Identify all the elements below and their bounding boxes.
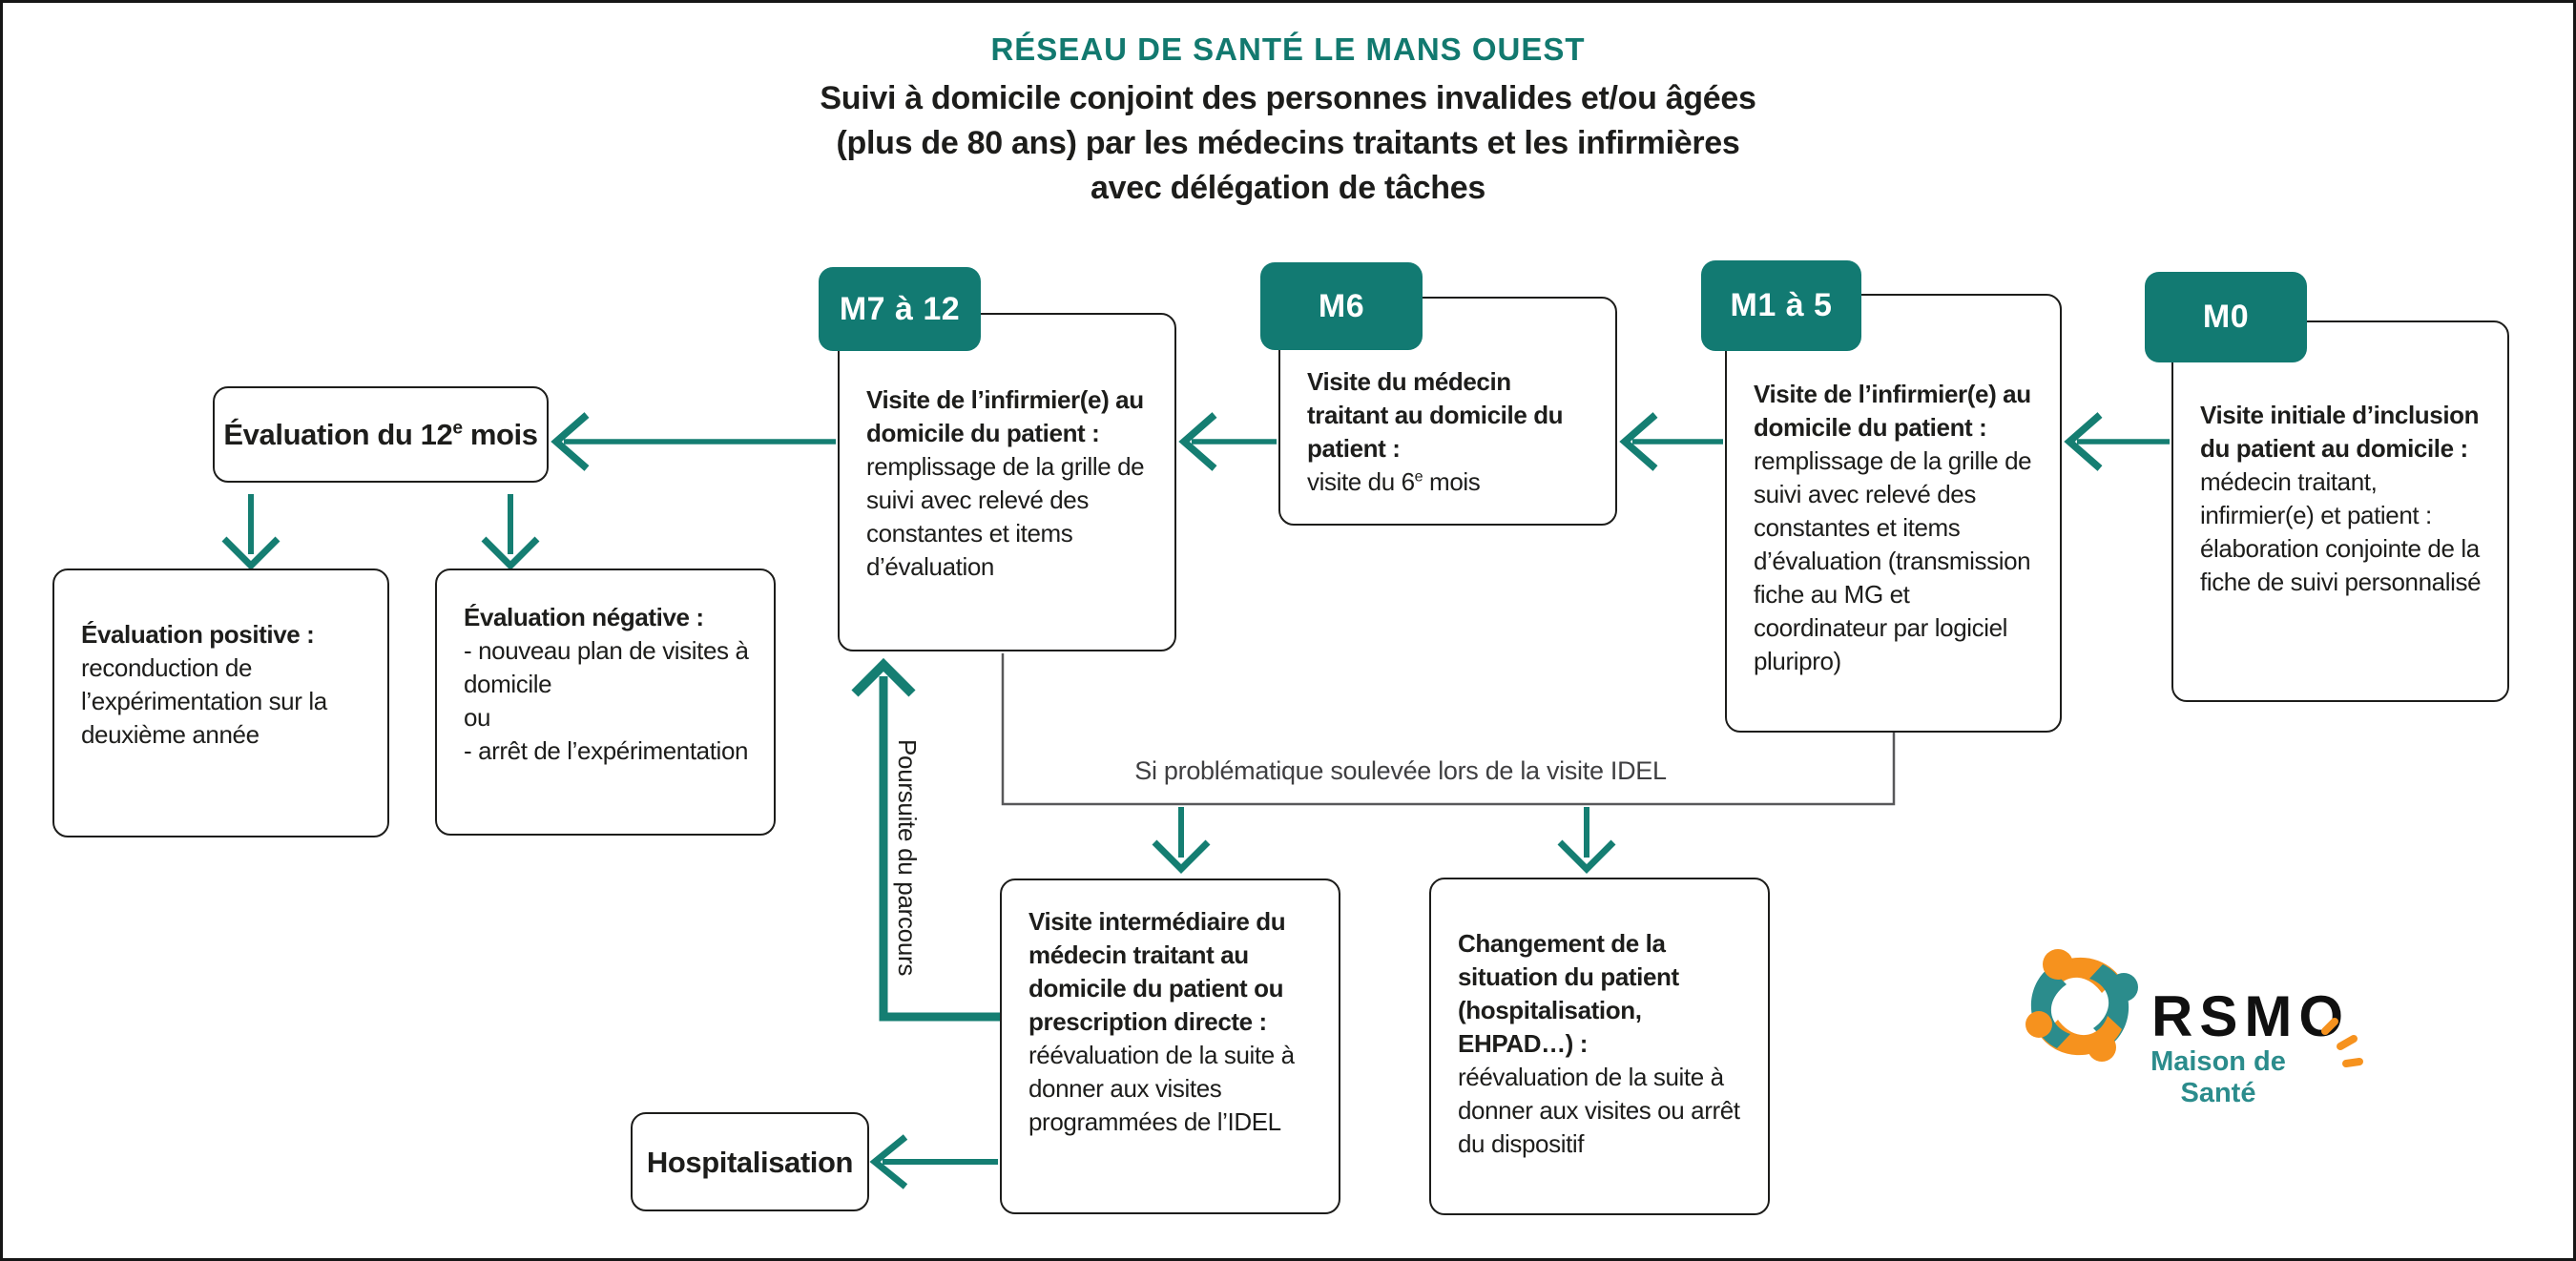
arrow-m6-to-m7a12 — [1178, 412, 1277, 471]
connector-si-problematique-rail — [1001, 653, 1896, 806]
arrow-rail-to-changement — [1557, 807, 1616, 874]
arrow-eval12-to-positive — [221, 494, 280, 570]
box-title: Visite intermédiaire du médecin traitant… — [1028, 907, 1286, 1036]
box-body: reconduction de l’expérimentation sur la… — [81, 653, 327, 749]
arrow-eval12-to-negative — [481, 494, 540, 570]
body-text: mois — [1423, 467, 1481, 496]
connectors-overlay — [221, 412, 2170, 1189]
label-text: Évaluation du 12 — [223, 418, 453, 451]
rsmo-wordmark: RSMO — [2151, 984, 2350, 1048]
badge-m1-a-5: M1 à 5 — [1701, 260, 1861, 351]
label-text: mois — [462, 418, 538, 451]
body-text: visite du 6 — [1307, 467, 1415, 496]
box-title: Visite du médecin traitant au domicile d… — [1307, 367, 1564, 463]
rsmo-logo: RSMO Maison de Santé — [1987, 919, 2426, 1119]
box-evaluation-negative: Évaluation négative : - nouveau plan de … — [435, 568, 776, 836]
box-title: Évaluation négative : — [464, 603, 704, 631]
rsmo-pinwheel-icon — [2025, 949, 2138, 1062]
box-body: médecin traitant, infirmier(e) et patien… — [2200, 467, 2482, 596]
arrow-m7a12-to-eval12 — [551, 412, 836, 471]
box-visite-intermediaire: Visite intermédiaire du médecin traitant… — [1000, 879, 1340, 1214]
box-hospitalisation: Hospitalisation — [631, 1112, 869, 1211]
badge-m0: M0 — [2145, 272, 2307, 362]
box-title: Changement de la situation du patient (h… — [1458, 929, 1679, 1058]
badge-m7-a-12: M7 à 12 — [819, 267, 981, 351]
arrow-poursuite-du-parcours — [851, 657, 1000, 1022]
box-body: remplissage de la grille de suivi avec r… — [866, 452, 1145, 581]
label-poursuite-du-parcours: Poursuite du parcours — [893, 739, 922, 977]
subtitle-line-1: Suivi à domicile conjoint des personnes … — [820, 80, 1756, 116]
box-body-line: ou — [464, 703, 491, 732]
header: RÉSEAU DE SANTÉ LE MANS OUEST Suivi à do… — [3, 31, 2573, 211]
arrow-visite-intermediaire-to-hospitalisation — [869, 1134, 998, 1189]
superscript-e: e — [452, 418, 463, 439]
subtitle-line-2: (plus de 80 ans) par les médecins traita… — [836, 125, 1740, 161]
box-title: Visite de l’infirmier(e) au domicile du … — [1754, 380, 2031, 442]
box-body: remplissage de la grille de suivi avec r… — [1754, 446, 2032, 675]
arrow-m0-to-m1a5 — [2064, 412, 2170, 471]
box-title: Visite initiale d’inclusion du patient a… — [2200, 401, 2480, 463]
superscript-e: e — [1414, 467, 1423, 486]
subtitle-line-3: avec délégation de tâches — [1091, 170, 1485, 206]
label-si-problematique: Si problématique soulevée lors de la vis… — [1134, 756, 1667, 785]
box-visite-initiale-m0: Visite initiale d’inclusion du patient a… — [2171, 320, 2509, 702]
box-body-line: - arrêt de l’expérimentation — [464, 736, 749, 765]
rsmo-tagline: Maison de Santé — [2150, 1046, 2286, 1108]
box-visite-infirmiere-m1-5: Visite de l’infirmier(e) au domicile du … — [1725, 294, 2062, 733]
network-name: RÉSEAU DE SANTÉ LE MANS OUEST — [990, 31, 1586, 67]
box-title: Évaluation positive : — [81, 620, 315, 649]
arrow-m1a5-to-m6 — [1619, 412, 1723, 471]
box-body: réévaluation de la suite à donner aux vi… — [1028, 1041, 1295, 1136]
box-label: Évaluation du 12e mois — [223, 418, 538, 451]
box-body: réévaluation de la suite à donner aux vi… — [1458, 1063, 1740, 1158]
badge-m6: M6 — [1260, 262, 1423, 350]
box-evaluation-positive: Évaluation positive : reconduction de l’… — [52, 568, 389, 837]
box-title: Visite de l’infirmier(e) au domicile du … — [866, 385, 1144, 447]
box-body-line: - nouveau plan de visites à domicile — [464, 636, 749, 698]
pinwheel-heads — [2025, 949, 2138, 1062]
arrow-rail-to-visite-intermediaire — [1152, 807, 1211, 874]
box-changement-situation: Changement de la situation du patient (h… — [1429, 878, 1770, 1215]
box-visite-infirmiere-m7-12: Visite de l’infirmier(e) au domicile du … — [838, 313, 1176, 651]
logo-accent-dashes-icon — [2321, 1018, 2363, 1067]
box-body: visite du 6e mois — [1307, 465, 1592, 499]
box-evaluation-12e-mois: Évaluation du 12e mois — [213, 386, 549, 483]
